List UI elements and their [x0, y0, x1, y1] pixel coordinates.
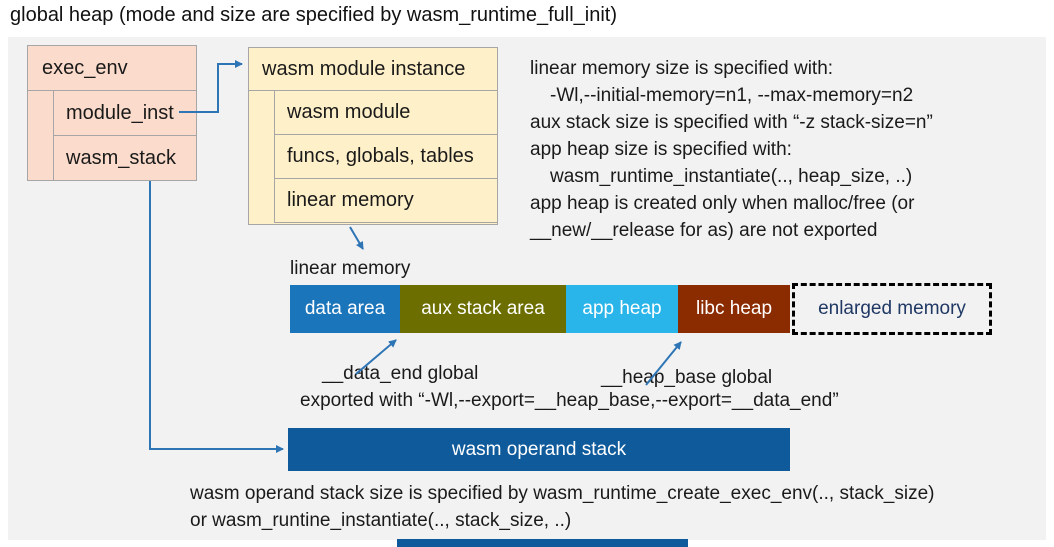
wasm-operand-stack-bar: wasm operand stack [288, 428, 790, 471]
page-title: global heap (mode and size are specified… [10, 4, 617, 26]
linear-memory-notes: linear memory size is specified with: -W… [530, 55, 1040, 244]
exec-env-row-wasm-stack: wasm_stack [53, 135, 197, 181]
annotation-export-flags: exported with “-Wl,--export=__heap_base,… [300, 390, 839, 411]
note-line: __new/__release for as) are not exported [530, 220, 878, 241]
note-line: or wasm_runtine_instantiate(.., stack_si… [190, 510, 572, 531]
segment-app-heap: app heap [566, 285, 678, 333]
segment-enlarged-memory: enlarged memory [792, 283, 992, 335]
exec-env-header: exec_env [27, 45, 197, 91]
operand-stack-notes: wasm operand stack size is specified by … [190, 480, 1050, 534]
module-instance-row-wasm-module: wasm module [274, 90, 498, 135]
linear-memory-label: linear memory [290, 258, 411, 279]
module-instance-header: wasm module instance [248, 47, 498, 91]
note-line: wasm operand stack size is specified by … [190, 483, 935, 504]
module-instance-row-funcs-globals-tables: funcs, globals, tables [274, 134, 498, 179]
note-line: -Wl,--initial-memory=n1, --max-memory=n2 [550, 85, 914, 106]
segment-data-area: data area [290, 285, 400, 333]
segment-aux-stack-area: aux stack area [400, 285, 566, 333]
segment-libc-heap: libc heap [678, 285, 790, 333]
exec-env-row-module-inst: module_inst [53, 90, 197, 136]
note-line: app heap size is specified with: [530, 139, 792, 160]
note-line: wasm_runtime_instantiate(.., heap_size, … [550, 166, 913, 187]
note-line: app heap is created only when malloc/fre… [530, 193, 915, 214]
note-line: aux stack size is specified with “-z sta… [530, 112, 933, 133]
annotation-heap-base-global: __heap_base global [601, 367, 773, 388]
global-heap-bar-cropped [397, 539, 688, 547]
note-line: linear memory size is specified with: [530, 58, 834, 79]
module-instance-row-linear-memory: linear memory [274, 178, 498, 223]
annotation-data-end-global: __data_end global [322, 363, 479, 384]
